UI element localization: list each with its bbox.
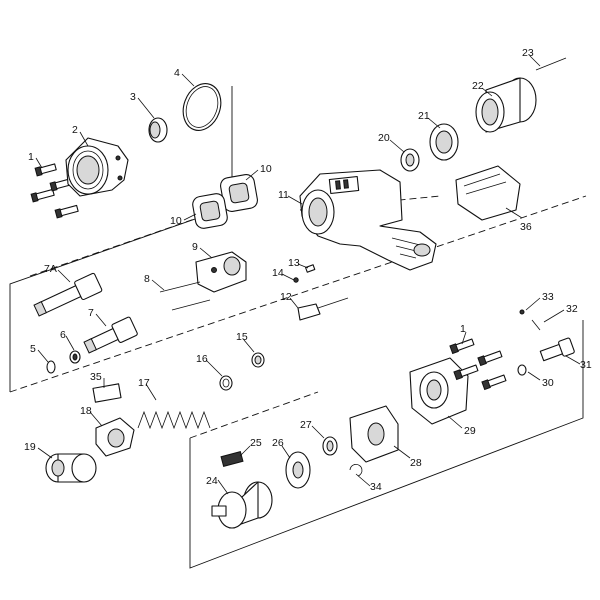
- callout-26: 26: [272, 437, 284, 449]
- callout-10-upper: 10: [260, 163, 272, 175]
- part-18-valve: [95, 417, 135, 457]
- part-16-ring: [219, 375, 233, 391]
- part-9-hammer-cage: [195, 251, 247, 293]
- part-14-screw: [293, 277, 299, 283]
- callout-35: 35: [90, 371, 102, 383]
- callout-15: 15: [236, 331, 248, 343]
- callout-32: 32: [566, 303, 578, 315]
- callout-1-lower: 1: [460, 323, 466, 335]
- callout-20: 20: [378, 132, 390, 144]
- part-12-trigger: [297, 297, 349, 321]
- callout-7a: 7A: [44, 263, 57, 275]
- part-7-anvil: [83, 316, 138, 354]
- part-11-housing: [299, 169, 437, 271]
- part-25-vane: [220, 450, 244, 468]
- part-34-clip: [349, 464, 363, 477]
- callout-11: 11: [278, 189, 289, 201]
- callout-9: 9: [192, 241, 198, 253]
- callout-17: 17: [138, 377, 150, 389]
- part-22-end-cap: [475, 77, 537, 133]
- part-15-washer: [251, 352, 265, 368]
- lower-right-frame: [189, 320, 584, 569]
- part-2-hammer-case: [65, 137, 129, 197]
- callout-2: 2: [72, 124, 78, 136]
- part-1-screws: [30, 163, 79, 219]
- part-33-ball: [519, 309, 525, 315]
- callout-8: 8: [144, 273, 150, 285]
- callout-3: 3: [130, 91, 136, 103]
- part-1-screws-lower: [449, 338, 507, 391]
- callout-5: 5: [30, 343, 36, 355]
- part-7a-anvil: [33, 272, 103, 317]
- callout-23: 23: [522, 47, 534, 59]
- callout-7: 7: [88, 307, 94, 319]
- part-8-pins: [159, 281, 211, 311]
- callout-1-upper: 1: [28, 151, 34, 163]
- part-19-inlet: [45, 453, 97, 483]
- callout-21: 21: [418, 110, 430, 122]
- callout-19: 19: [24, 441, 36, 453]
- callout-22: 22: [472, 80, 484, 92]
- lower-frame-dashed-top: [189, 391, 319, 439]
- part-32-pin: [531, 319, 541, 331]
- part-13-pin: [305, 264, 316, 273]
- part-3-bushing: [148, 117, 168, 143]
- part-17-spring: [137, 410, 211, 430]
- callout-18: 18: [80, 405, 92, 417]
- callout-12: 12: [280, 291, 292, 303]
- callout-33: 33: [542, 291, 554, 303]
- callout-29: 29: [464, 425, 476, 437]
- callout-27: 27: [300, 419, 312, 431]
- part-26-rear-plate: [285, 451, 311, 489]
- part-31-reverse-valve: [539, 337, 575, 362]
- part-20-bearing: [400, 148, 420, 172]
- callout-28: 28: [410, 457, 422, 469]
- callout-31: 31: [580, 359, 592, 371]
- part-5-6-washers: [46, 350, 81, 374]
- part-24-rotor: [211, 481, 273, 529]
- upper-left-frame: [9, 86, 233, 392]
- callout-34: 34: [370, 481, 382, 493]
- callout-labels: 1 2 3 4 10 10 9 8 7A 7 5 6 11 12 13 14 1…: [24, 47, 592, 493]
- part-4-o-ring: [182, 83, 222, 131]
- callout-4: 4: [174, 67, 180, 79]
- callout-36: 36: [520, 221, 532, 233]
- leader-lines: [35, 55, 581, 495]
- part-36-boot: [455, 165, 521, 221]
- callout-13: 13: [288, 257, 300, 269]
- part-23-rod: [535, 57, 567, 71]
- part-35-pad: [92, 383, 122, 403]
- callout-24: 24: [206, 475, 218, 487]
- callout-25: 25: [250, 437, 262, 449]
- part-21-bearing-cap: [429, 123, 459, 161]
- callout-30: 30: [542, 377, 554, 389]
- part-28-gasket: [349, 405, 399, 463]
- callout-6: 6: [60, 329, 66, 341]
- frame-dashed-divider: [9, 195, 587, 393]
- part-29-cylinder: [409, 357, 469, 425]
- part-10-hammer-dogs: [192, 174, 258, 229]
- callout-10-lower: 10: [170, 215, 182, 227]
- part-27-bearing: [322, 436, 338, 456]
- callout-14: 14: [272, 267, 284, 279]
- callout-16: 16: [196, 353, 208, 365]
- part-30-washer: [517, 364, 527, 376]
